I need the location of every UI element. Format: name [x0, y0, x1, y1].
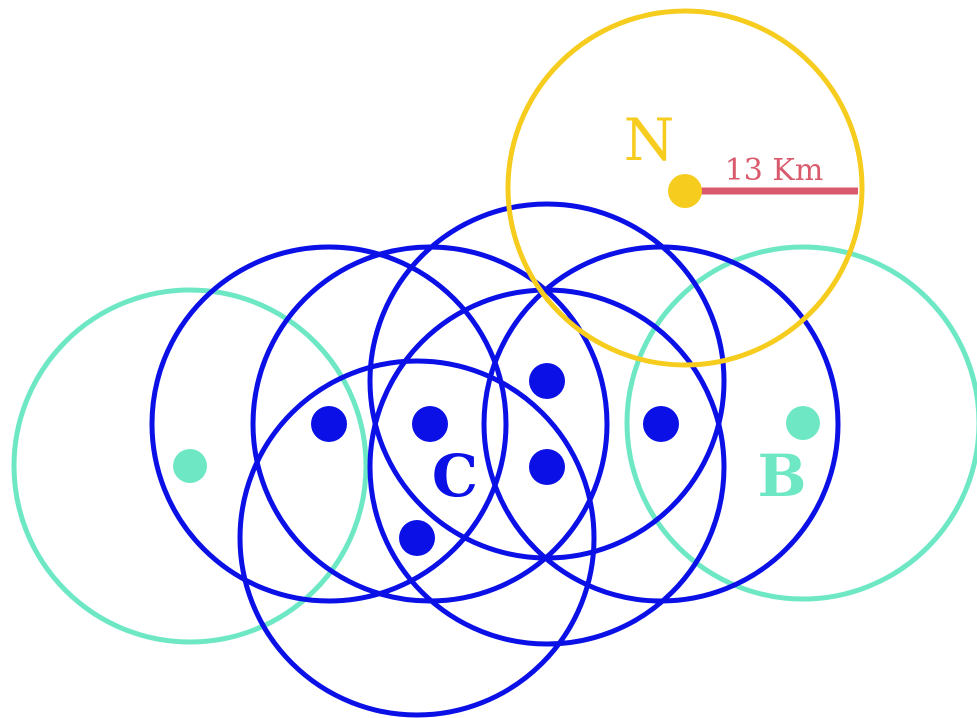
center-dot-blue-5 [529, 449, 565, 485]
blue-circle-1 [149, 244, 509, 604]
center-dot-left [173, 449, 207, 483]
yellow-circle-n [505, 8, 865, 368]
blue-circle-5 [367, 287, 727, 647]
label-c: C [432, 442, 478, 510]
teal-circle-b [624, 244, 977, 602]
label-n: N [624, 106, 675, 174]
center-dot-blue-4 [643, 406, 679, 442]
center-dot-n [668, 174, 702, 208]
center-dot-blue-2 [412, 406, 448, 442]
blue-circle-6 [237, 358, 597, 718]
label-radius: 13 Km [725, 153, 824, 188]
label-b: B [757, 442, 806, 510]
center-dot-b [786, 406, 820, 440]
center-dot-blue-6 [399, 520, 435, 556]
teal-circle-left [11, 287, 369, 645]
center-dot-blue-1 [311, 406, 347, 442]
center-dot-blue-3 [529, 363, 565, 399]
